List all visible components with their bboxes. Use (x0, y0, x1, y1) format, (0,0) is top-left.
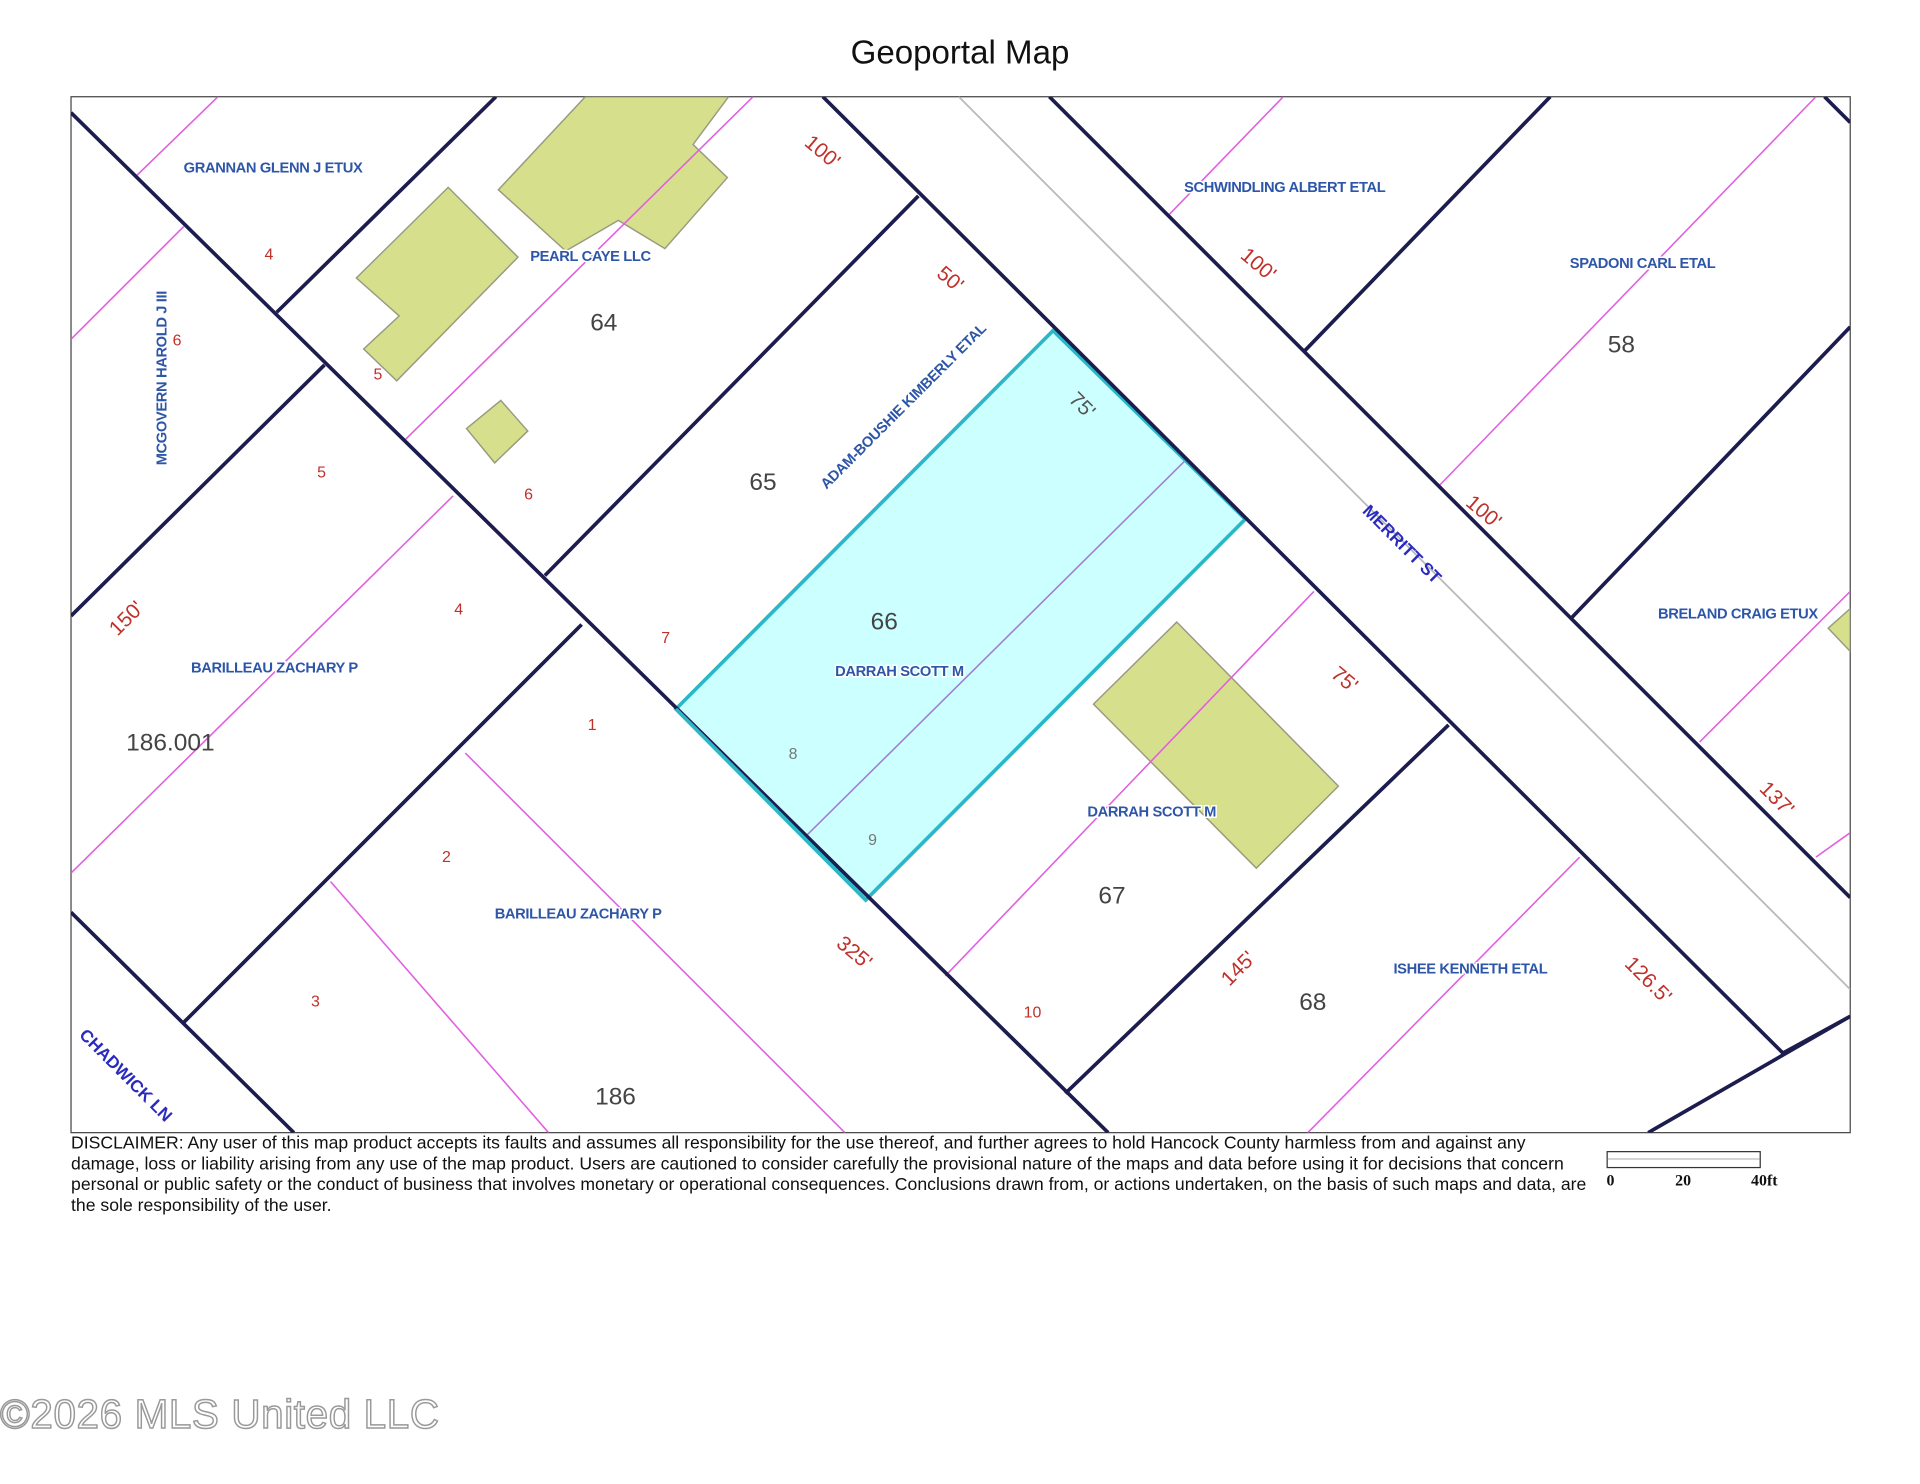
lot-number: 68 (1299, 989, 1326, 1016)
scale-label: 20 (1675, 1170, 1692, 1189)
sublot-number: 1 (588, 717, 597, 734)
sublot-numbers: 4 6 5 5 6 4 7 1 8 9 2 3 10 (173, 247, 1042, 1022)
owner-label: ISHEE KENNETH ETAL (1393, 961, 1547, 977)
building (1092, 621, 1340, 870)
disclaimer-text: DISCLAIMER: Any user of this map product… (71, 1133, 1587, 1216)
scale-bar: 0 20 40ft (1606, 1151, 1803, 1200)
lot-number: 58 (1608, 332, 1635, 359)
sublot-number: 4 (264, 247, 273, 264)
watermark: ©2026 MLS United LLC (0, 1390, 440, 1437)
owner-label: SPADONI CARL ETAL (1570, 256, 1716, 272)
lot-number: 186.001 (126, 730, 214, 757)
scale-label: 0 (1606, 1170, 1615, 1189)
building (465, 399, 529, 464)
lot-number: 67 (1098, 883, 1125, 910)
sublot-number: 3 (311, 994, 320, 1011)
subject-parcel-edge (674, 707, 868, 902)
owner-label: DARRAH SCOTT M (835, 664, 964, 680)
sublot-number: 2 (442, 849, 451, 866)
owner-label: BARILLEAU ZACHARY P (191, 660, 358, 676)
lot-numbers: 64 65 66 67 68 58 186.001 186 (126, 310, 1635, 1111)
sublot-number: 9 (868, 832, 877, 849)
lot-lines (71, 96, 1851, 1133)
lot-number: 64 (590, 310, 617, 337)
sublot-number: 8 (789, 746, 798, 763)
lot-number: 186 (595, 1083, 636, 1110)
owner-label: BARILLEAU ZACHARY P (495, 906, 662, 922)
sublot-number: 5 (373, 367, 382, 384)
sublot-lines (71, 96, 1851, 1133)
owner-label: MCGOVERN HAROLD J III (155, 291, 171, 466)
sublot-number: 10 (1024, 1005, 1042, 1022)
building (1827, 607, 1851, 653)
building (355, 186, 519, 382)
sublot-number: 4 (454, 602, 463, 619)
sublot-number: 6 (524, 487, 533, 504)
street-centerline (958, 96, 1851, 991)
scale-label: 40ft (1751, 1170, 1778, 1189)
buildings (355, 96, 1851, 870)
map-title: Geoportal Map (850, 34, 1070, 72)
owner-label: SCHWINDLING ALBERT ETAL (1184, 180, 1386, 196)
building (497, 96, 730, 252)
sublot-number: 7 (661, 630, 670, 647)
owner-label: PEARL CAYE LLC (530, 249, 651, 265)
owner-label: DARRAH SCOTT M (1087, 805, 1216, 821)
sublot-number: 5 (317, 465, 326, 482)
lot-number: 65 (749, 469, 776, 496)
scale-bar-graphic (1606, 1151, 1761, 1169)
sublot-number: 6 (173, 332, 182, 349)
lot-number: 66 (871, 608, 898, 635)
owner-label: GRANNAN GLENN J ETUX (184, 161, 363, 177)
owner-label: BRELAND CRAIG ETUX (1658, 606, 1818, 622)
